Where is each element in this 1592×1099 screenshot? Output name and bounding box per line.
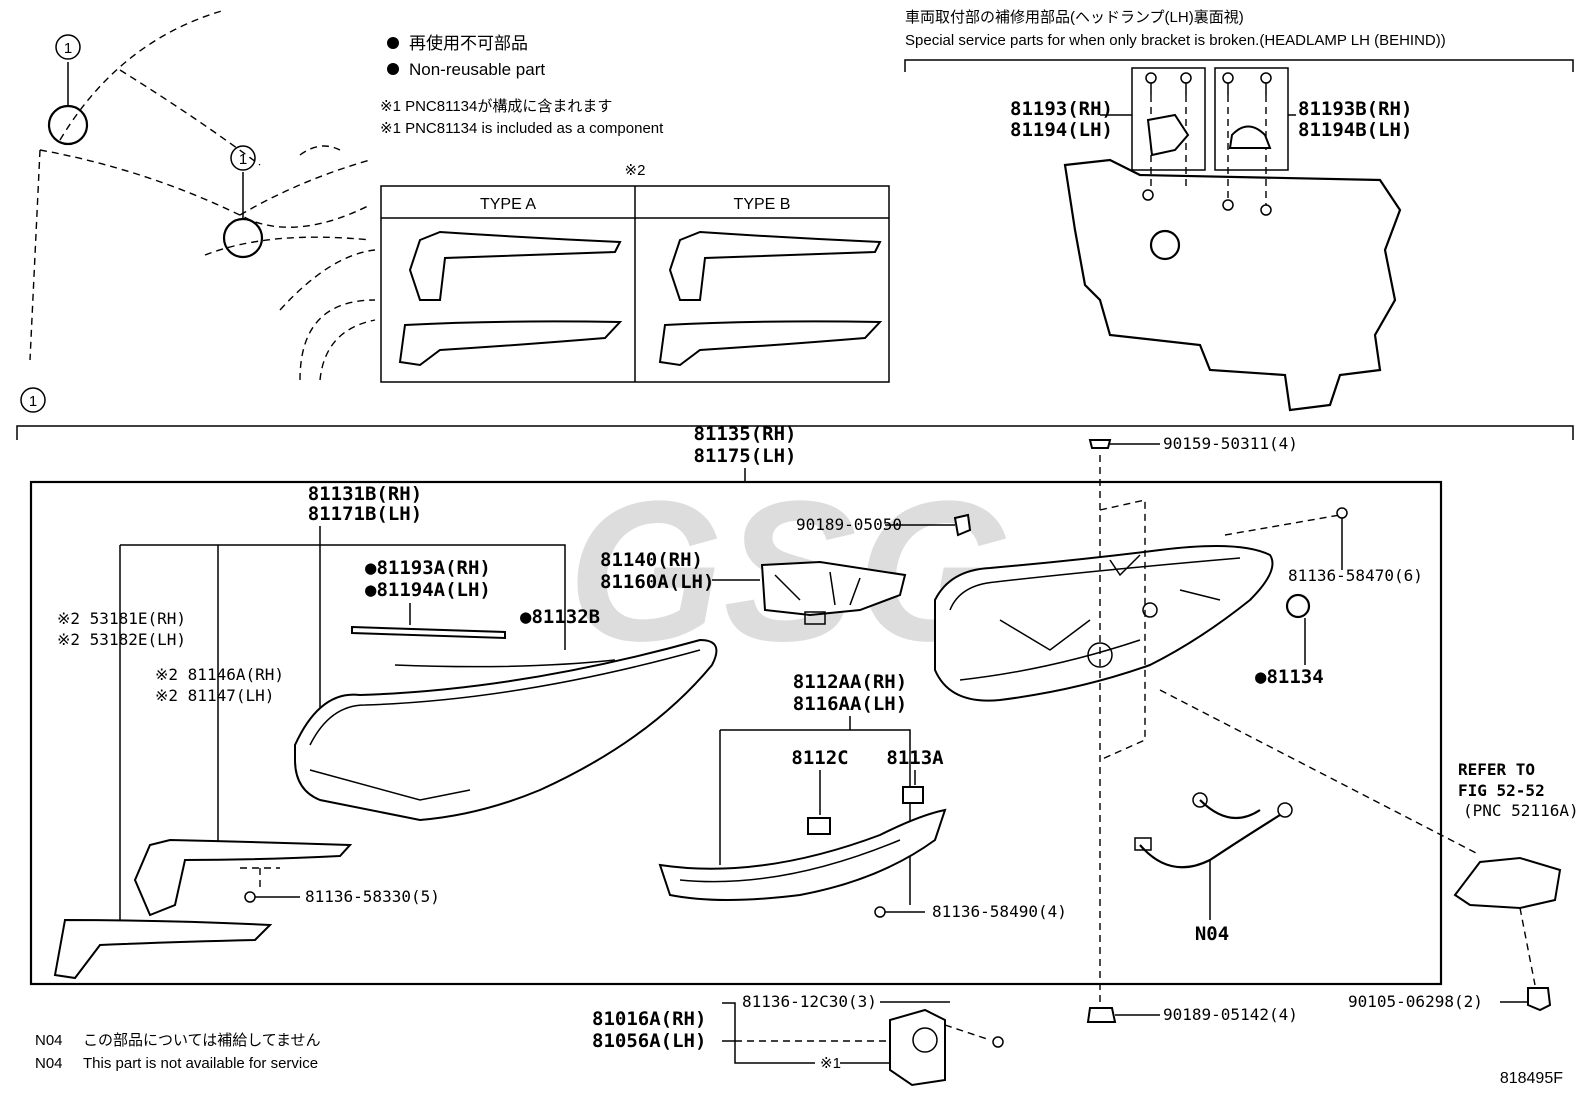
- svg-text:1: 1: [64, 40, 72, 57]
- headlamp-rear-outline: [1063, 158, 1402, 412]
- nut-90189-05142: [1086, 1007, 1160, 1023]
- cover-group: 81016A(RH) 81056A(LH) ※1 81136-12C30(3): [592, 992, 1004, 1087]
- svg-text:81056A(LH): 81056A(LH): [592, 1030, 706, 1052]
- refer-fig-group: REFER TO FIG 52-52 (PNC 52116A): [1453, 760, 1579, 1012]
- callout-1-lower: 1: [222, 145, 264, 259]
- legend: 再使用不可部品 Non-reusable part ※1 PNC81134が構成…: [380, 33, 664, 137]
- svg-text:81016A(RH): 81016A(RH): [592, 1008, 706, 1030]
- svg-text:※1 PNC81134が構成に含まれます: ※1 PNC81134が構成に含まれます: [380, 98, 612, 115]
- screw-58490: [874, 906, 925, 918]
- svg-text:FIG 52-52: FIG 52-52: [1458, 781, 1545, 800]
- svg-text:※2 53182E(LH): ※2 53182E(LH): [57, 630, 186, 649]
- svg-text:90189-05142(4): 90189-05142(4): [1163, 1005, 1298, 1024]
- svg-text:81136-58490(4): 81136-58490(4): [932, 902, 1067, 921]
- svg-text:REFER TO: REFER TO: [1458, 760, 1535, 779]
- svg-text:90105-06298(2): 90105-06298(2): [1348, 992, 1483, 1011]
- svg-text:再使用不可部品: 再使用不可部品: [409, 33, 528, 53]
- car-front-outline: [29, 9, 376, 381]
- type-a-label: TYPE A: [480, 196, 536, 213]
- svg-text:※2 53181E(RH): ※2 53181E(RH): [57, 609, 186, 628]
- svg-text:●81132B: ●81132B: [520, 606, 600, 628]
- svg-text:(PNC 52116A): (PNC 52116A): [1463, 801, 1579, 820]
- svg-text:N04: N04: [35, 1055, 63, 1072]
- svg-text:※1: ※1: [820, 1055, 841, 1072]
- type-b-label: TYPE B: [734, 196, 791, 213]
- type-variants-box: ※2 TYPE A TYPE B: [380, 162, 890, 383]
- svg-text:N04: N04: [35, 1032, 63, 1049]
- svg-text:●81193A(RH): ●81193A(RH): [365, 557, 491, 579]
- svg-text:81194(LH): 81194(LH): [1010, 119, 1113, 141]
- svg-text:※1 PNC81134 is included as a c: ※1 PNC81134 is included as a component: [380, 120, 664, 137]
- footer-notes: N04 この部品については補給してません N04 This part is no…: [35, 1032, 1563, 1087]
- oring-81134: [1285, 593, 1311, 665]
- svg-text:81175(LH): 81175(LH): [694, 445, 797, 467]
- callout-1-upper: 1: [47, 34, 89, 146]
- svg-text:8113A: 8113A: [886, 747, 944, 769]
- screw-58330: [244, 891, 300, 903]
- svg-text:81160A(LH): 81160A(LH): [600, 571, 714, 593]
- svg-text:81193(RH): 81193(RH): [1010, 98, 1113, 120]
- main-section: 1 81135(RH) 81175(LH): [16, 387, 1574, 986]
- svg-text:81193B(RH): 81193B(RH): [1298, 98, 1412, 120]
- svg-text:8112C: 8112C: [791, 747, 848, 769]
- svg-text:8116AA(LH): 8116AA(LH): [793, 693, 907, 715]
- svg-text:※2: ※2: [625, 162, 646, 179]
- svg-text:車両取付部の補修用部品(ヘッドランプ(LH)裏面視): 車両取付部の補修用部品(ヘッドランプ(LH)裏面視): [905, 8, 1244, 26]
- svg-text:81171B(LH): 81171B(LH): [308, 503, 422, 525]
- svg-text:1: 1: [239, 151, 247, 168]
- harness-n04: N04: [1134, 792, 1293, 945]
- svg-text:この部品については補給してません: この部品については補給してません: [83, 1032, 321, 1049]
- svg-text:81140(RH): 81140(RH): [600, 549, 703, 571]
- screw-58470: [1336, 507, 1348, 570]
- svg-text:81135(RH): 81135(RH): [694, 423, 797, 445]
- reflector-group: 81140(RH) 81160A(LH) 90189-05050: [600, 513, 972, 625]
- svg-text:●81194A(LH): ●81194A(LH): [365, 579, 491, 601]
- svg-text:※2 81146A(RH): ※2 81146A(RH): [155, 665, 284, 684]
- svg-text:This part is not available for: This part is not available for service: [83, 1055, 318, 1072]
- svg-text:※2 81147(LH): ※2 81147(LH): [155, 686, 274, 705]
- screw-90159: [1088, 439, 1160, 449]
- lens-group: 81131B(RH) 81171B(LH) ※2 53181E(RH) ※2 5…: [53, 483, 718, 980]
- svg-text:Non-reusable part: Non-reusable part: [409, 60, 545, 79]
- svg-text:Special service parts for when: Special service parts for when only brac…: [905, 32, 1446, 49]
- svg-text:81136-58330(5): 81136-58330(5): [305, 887, 440, 906]
- svg-text:●81134: ●81134: [1255, 666, 1324, 688]
- special-parts-section: 車両取付部の補修用部品(ヘッドランプ(LH)裏面視) Special servi…: [904, 8, 1574, 412]
- drl-group: 8112AA(RH) 8116AA(LH) 8112C 8113A 81136-…: [658, 671, 1067, 921]
- svg-text:1: 1: [29, 393, 37, 410]
- svg-text:81136-58470(6): 81136-58470(6): [1288, 566, 1423, 585]
- svg-text:90189-05050: 90189-05050: [796, 515, 902, 534]
- svg-text:81131B(RH): 81131B(RH): [308, 483, 422, 505]
- headlamp-housing: [934, 455, 1481, 1005]
- svg-text:90159-50311(4): 90159-50311(4): [1163, 434, 1298, 453]
- svg-text:81136-12C30(3): 81136-12C30(3): [742, 992, 877, 1011]
- figure-number: 818495F: [1500, 1070, 1563, 1087]
- svg-text:81194B(LH): 81194B(LH): [1298, 119, 1412, 141]
- svg-text:8112AA(RH): 8112AA(RH): [793, 671, 907, 693]
- svg-text:N04: N04: [1195, 923, 1229, 945]
